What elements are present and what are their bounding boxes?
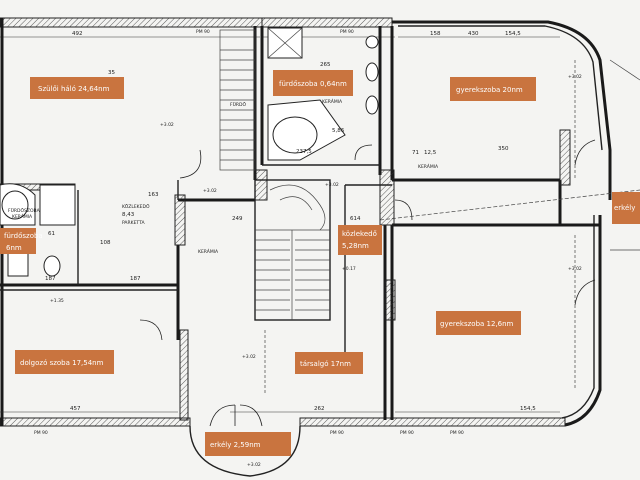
stairs-main — [254, 179, 331, 321]
dim-457: 457 — [70, 406, 81, 412]
code-pm90-e: PM 90 — [400, 430, 414, 436]
code-furdo: FÜRDŐ — [230, 101, 246, 108]
room-label-gyerekszoba-12: gyerekszoba 12,6nm — [436, 311, 521, 335]
doors — [139, 139, 596, 341]
dim-492: 492 — [72, 31, 83, 37]
dim-158: 158 — [430, 31, 441, 37]
room-label-furdoszoba-6: fürdőszoba 6nm — [0, 228, 43, 254]
misc-35: 35 — [108, 70, 115, 76]
code-level-7: +3.02 — [568, 266, 582, 272]
dim-350: 350 — [498, 146, 509, 152]
dim-262: 262 — [314, 406, 325, 412]
svg-text:5,28nm: 5,28nm — [342, 242, 369, 250]
balcony-bottom — [189, 404, 301, 477]
dim-265: 265 — [320, 62, 331, 68]
misc-level: +1.35 — [50, 298, 64, 304]
code-level-8: +3.02 — [247, 462, 261, 468]
dim-71: 71 — [412, 150, 419, 156]
code-pm90-d: PM 90 — [450, 430, 464, 436]
interior-walls — [0, 26, 600, 420]
dim-249: 249 — [232, 216, 243, 222]
bathroom-fixtures-top: KERÁMIA 237,5 265 — [267, 27, 379, 161]
dim-430: 430 — [468, 31, 479, 37]
room-label-furdoszoba-small: fürdőszoba 0,64nm — [273, 70, 353, 96]
top-dimension-line: 492 430 158 154,5 PM 90 PM 90 — [0, 29, 560, 38]
code-keramia-2: KERÁMIA — [198, 248, 219, 255]
bathroom-fixtures-left: FÜRDŐSZOBA KERÁMIA — [0, 183, 76, 277]
code-furdoszoba: FÜRDŐSZOBA — [8, 207, 41, 214]
dim-154-5: 154,5 — [505, 31, 521, 37]
code-parketta: PARKETTA — [122, 220, 145, 226]
stairs-upper: FÜRDŐ — [219, 29, 256, 171]
dim-163: 163 — [148, 192, 159, 198]
guide-lines — [264, 59, 640, 395]
dim-187-a: 187 — [45, 276, 56, 282]
room-label-dolgozo-szoba: dolgozó szoba 17,54nm — [15, 350, 114, 374]
room-label-erkely-right: erkély — [612, 192, 640, 224]
svg-text:gyerekszoba 12,6nm: gyerekszoba 12,6nm — [440, 320, 514, 328]
svg-text:társalgó 17nm: társalgó 17nm — [300, 360, 351, 368]
svg-text:Szülői háló 24,64nm: Szülői háló 24,64nm — [38, 84, 110, 93]
dim-614: 614 — [350, 216, 361, 222]
room-label-szuloi-halo: Szülői háló 24,64nm — [30, 77, 124, 99]
corridor-annotations: KÖZLEKEDŐ 8,43 PARKETTA 249 614 350 187 … — [45, 70, 582, 468]
room-label-gyerekszoba-20: gyerekszoba 20nm — [450, 77, 536, 101]
code-level-5: +3.02 — [242, 354, 256, 360]
code-pm90-c: PM 90 — [34, 430, 48, 436]
room-labels: Szülői háló 24,64nm fürdőszoba 0,64nm gy… — [0, 70, 640, 456]
svg-text:közlekedő: közlekedő — [342, 229, 377, 238]
misc-61: 61 — [48, 231, 55, 237]
dim-12-5: 12,5 — [424, 150, 437, 156]
code-pm90-a: PM 90 — [196, 29, 210, 35]
code-level-1: +3.02 — [160, 122, 174, 128]
dim-237-5: 237,5 — [296, 149, 312, 155]
misc-5-86: 5,86 — [332, 128, 345, 134]
room-label-erkely-bottom: erkély 2,59nm — [205, 432, 291, 456]
code-keramia-3: KERÁMIA — [418, 163, 439, 170]
code-level-2: +3.02 — [203, 188, 217, 194]
code-level-3: +3.02 — [325, 182, 339, 188]
svg-text:6nm: 6nm — [6, 244, 22, 252]
svg-text:gyerekszoba 20nm: gyerekszoba 20nm — [456, 86, 523, 94]
dim-108: 108 — [100, 240, 111, 246]
code-pm90-f: PM 90 — [330, 430, 344, 436]
svg-text:dolgozó szoba 17,54nm: dolgozó szoba 17,54nm — [20, 359, 104, 367]
dim-187-b: 187 — [130, 276, 141, 282]
svg-text:erkély: erkély — [614, 204, 635, 212]
dim-154-5-b: 154,5 — [520, 406, 536, 412]
svg-text:fürdőszoba: fürdőszoba — [4, 231, 43, 240]
code-keramia-1: KERÁMIA — [322, 98, 343, 105]
room-label-nappali: társalgó 17nm — [295, 352, 363, 374]
code-keramia-left: KERÁMIA — [12, 213, 33, 220]
hatched-columns — [174, 129, 571, 421]
code-pm90-b: PM 90 — [340, 29, 354, 35]
code-kozlekedo: KÖZLEKEDŐ — [122, 203, 150, 210]
room-label-kozlekedo: közlekedő 5,28nm — [338, 225, 382, 255]
svg-text:fürdőszoba 0,64nm: fürdőszoba 0,64nm — [279, 79, 347, 88]
outer-walls — [0, 17, 612, 427]
code-level-4: +0.17 — [342, 266, 356, 272]
svg-text:erkély 2,59nm: erkély 2,59nm — [210, 441, 261, 449]
code-8-43: 8,43 — [122, 212, 135, 218]
